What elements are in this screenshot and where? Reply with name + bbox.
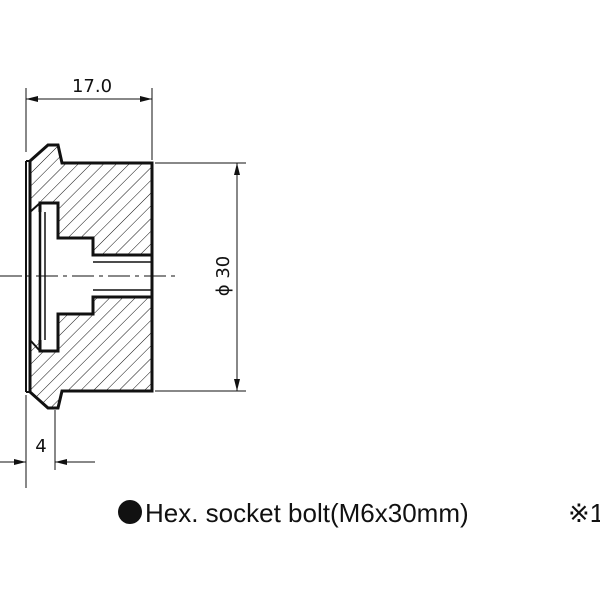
arrowhead-left <box>26 96 38 102</box>
diameter-dimension: ϕ 30 <box>155 162 246 392</box>
callout-note: Hex. socket bolt(M6x30mm) ※1 <box>118 498 600 528</box>
arrowhead-flange-right <box>55 459 67 465</box>
diameter-dimension-label: ϕ 30 <box>213 256 234 297</box>
bullet-icon <box>118 500 142 524</box>
flange-thickness-dimension: 4 <box>0 395 95 488</box>
seat-taper-bottom <box>29 339 41 352</box>
length-dimension: 17.0 <box>25 76 153 160</box>
arrowhead-bottom <box>234 379 240 391</box>
seat-taper-top <box>29 202 41 213</box>
length-dimension-label: 17.0 <box>72 76 112 97</box>
arrowhead-flange-left <box>14 459 26 465</box>
arrowhead-top <box>234 163 240 175</box>
flange-thickness-label: 4 <box>35 436 46 457</box>
reference-mark: ※1 <box>568 498 600 528</box>
arrowhead-right <box>140 96 152 102</box>
part-outline <box>28 143 154 410</box>
note-text: Hex. socket bolt(M6x30mm) <box>145 498 469 528</box>
